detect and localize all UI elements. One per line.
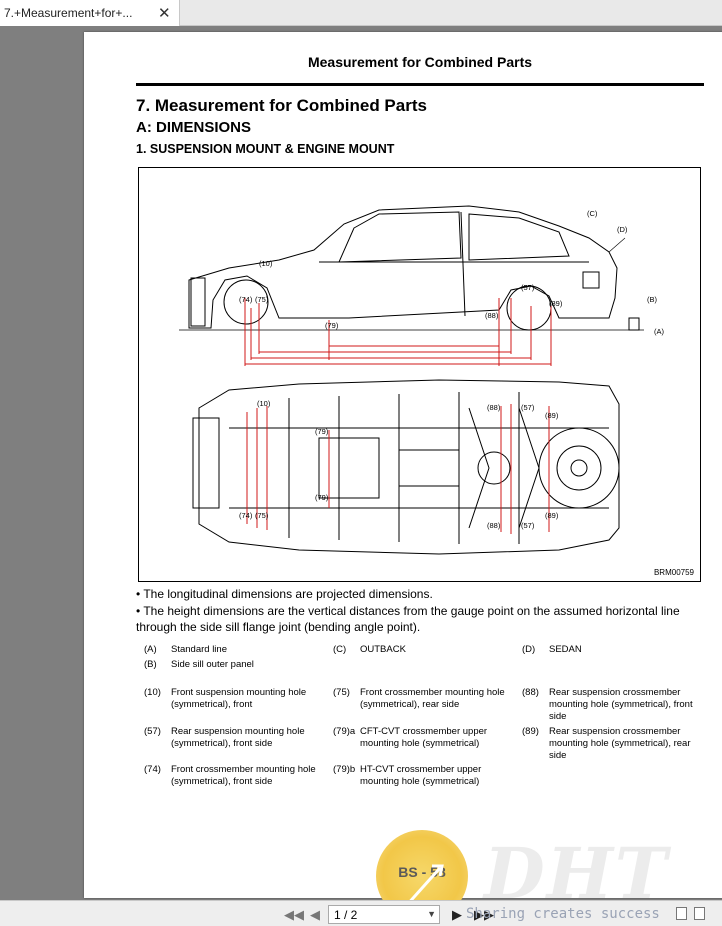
arrow-icon	[404, 864, 444, 908]
navigation-bar: ◀◀ ◀ 1 / 2 ▼ ▶ ▶▶ Sharing creates succes…	[0, 900, 722, 926]
callout-88-plan-top: (88)	[487, 403, 501, 412]
section-title: 7. Measurement for Combined Parts	[136, 96, 427, 115]
note-item: • The height dimensions are the vertical…	[136, 603, 680, 635]
topic-title: 1. SUSPENSION MOUNT & ENGINE MOUNT	[136, 142, 395, 156]
callout-c: (C)	[587, 209, 598, 218]
callout-57-plan-bottom: (57)	[521, 521, 535, 530]
callout-79-plan-bottom: (79)	[315, 493, 329, 502]
callout-74-plan: (74)	[239, 511, 253, 520]
callout-74: (74)	[239, 295, 253, 304]
close-icon[interactable]: ✕	[158, 5, 171, 22]
note-item: • The longitudinal dimensions are projec…	[136, 587, 433, 601]
figure-id: BRM00759	[653, 568, 694, 577]
watermark-text: Sharing creates success	[466, 906, 660, 922]
running-head: Measurement for Combined Parts	[307, 54, 533, 70]
callout-10-plan: (10)	[257, 399, 271, 408]
tab-title: 7.+Measurement+for+...	[4, 6, 133, 20]
notes: • The longitudinal dimensions are projec…	[136, 586, 704, 636]
previous-page-icon[interactable]: ◀	[310, 907, 320, 922]
tab-bar: 7.+Measurement+for+... ✕	[0, 0, 722, 26]
callout-75: (75)	[255, 295, 269, 304]
callout-b: (B)	[647, 295, 658, 304]
two-page-view-icon[interactable]	[694, 907, 705, 920]
first-page-icon[interactable]: ◀◀	[284, 907, 304, 922]
page-selector[interactable]: 1 / 2 ▼	[328, 905, 440, 924]
chevron-down-icon: ▼	[427, 909, 436, 919]
callout-a: (A)	[654, 327, 665, 336]
callout-88-plan-bottom: (88)	[487, 521, 501, 530]
callout-57: (57)	[521, 283, 535, 292]
document-tab[interactable]: 7.+Measurement+for+... ✕	[0, 0, 180, 26]
callout-10: (10)	[259, 259, 273, 268]
single-page-view-icon[interactable]	[676, 907, 687, 920]
document-viewer[interactable]: Measurement for Combined Parts 7. Measur…	[0, 26, 722, 922]
callout-79: (79)	[325, 321, 339, 330]
header-rule	[136, 83, 704, 86]
vehicle-body-drawing: (10) (74) (75) (79) (57) (88) (89) (A) (…	[179, 205, 665, 555]
last-page-icon[interactable]: ▶▶	[474, 907, 494, 922]
callout-57-plan-top: (57)	[521, 403, 535, 412]
callout-79-plan-top: (79)	[315, 427, 329, 436]
callout-89-plan-bottom: (89)	[545, 511, 559, 520]
measurement-diagram: (10) (74) (75) (79) (57) (88) (89) (A) (…	[138, 167, 701, 582]
callout-88: (88)	[485, 311, 499, 320]
page-indicator: 1 / 2	[334, 908, 358, 922]
next-page-icon[interactable]: ▶	[452, 907, 462, 922]
document-page: Measurement for Combined Parts 7. Measur…	[84, 32, 722, 922]
subsection-title: A: DIMENSIONS	[136, 119, 252, 136]
callout-75-plan: (75)	[255, 511, 269, 520]
callout-89-plan-top: (89)	[545, 411, 559, 420]
callout-d: (D)	[617, 225, 628, 234]
callout-89: (89)	[549, 299, 563, 308]
